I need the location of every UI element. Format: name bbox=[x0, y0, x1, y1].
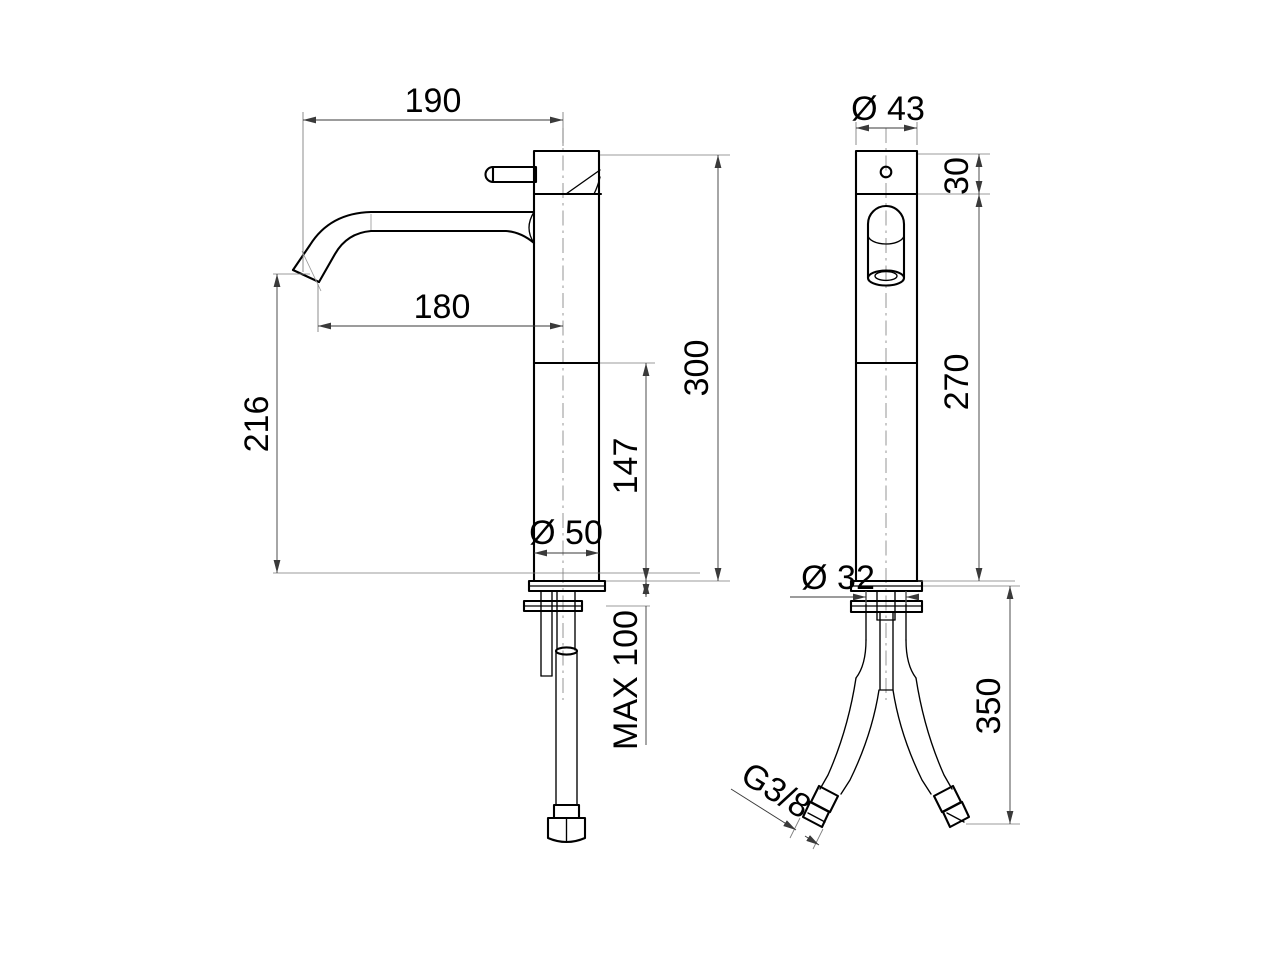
aerator-inner-ellipse bbox=[874, 270, 898, 282]
hose-end-right bbox=[932, 784, 971, 829]
handle-assembly bbox=[484, 149, 603, 196]
dim-270: 270 bbox=[918, 194, 1015, 582]
sleeve-right-flare bbox=[905, 639, 917, 679]
dim-dia-50: Ø 50 bbox=[529, 514, 603, 557]
front-mounting-assembly bbox=[801, 579, 971, 829]
front-fixing-washer bbox=[849, 599, 924, 614]
spout bbox=[291, 210, 536, 292]
dim-216: 216 bbox=[238, 273, 700, 574]
fixing-washer bbox=[522, 599, 584, 613]
hose-end-collar bbox=[552, 803, 581, 820]
front-cap-body bbox=[854, 149, 919, 196]
mounting-assembly bbox=[522, 579, 607, 844]
dim-dia-43: Ø 43 bbox=[851, 90, 925, 145]
lever-handle-tip bbox=[484, 165, 495, 184]
cap-chamfer-line bbox=[565, 169, 601, 195]
hose-right-collar bbox=[932, 784, 963, 814]
dim-max-100-text: MAX 100 bbox=[607, 610, 645, 750]
dim-dia-32: Ø 32 bbox=[790, 559, 919, 604]
dim-g38-ext-right bbox=[812, 828, 824, 850]
dim-147-text: 147 bbox=[607, 438, 645, 495]
dim-216-text: 216 bbox=[238, 396, 276, 453]
front-cartridge-cap bbox=[854, 149, 919, 196]
lever-pivot-hole bbox=[879, 165, 893, 179]
dim-dia-43-text: Ø 43 bbox=[851, 90, 925, 128]
hose-top-collar bbox=[554, 646, 579, 656]
dim-300-text: 300 bbox=[678, 340, 716, 397]
cartridge-cap-body bbox=[532, 149, 601, 196]
hose-left-nut bbox=[801, 800, 831, 829]
dim-max-100: MAX 100 bbox=[606, 581, 650, 750]
hose-nut bbox=[546, 816, 587, 844]
hose-left-outer bbox=[819, 677, 857, 790]
spout-outline-bottom bbox=[317, 229, 536, 284]
dim-30-text: 30 bbox=[938, 157, 976, 195]
base-flange bbox=[527, 579, 607, 593]
dim-190: 190 bbox=[302, 82, 564, 272]
cap-chamfer-arc bbox=[593, 176, 601, 195]
spout-barrel-outline bbox=[866, 204, 906, 280]
dim-147: 147 bbox=[600, 362, 655, 581]
spout-outline-top bbox=[291, 210, 536, 272]
dim-g38-leader-b bbox=[804, 835, 820, 846]
front-view-group: Ø 43 30 270 Ø 32 bbox=[730, 90, 1020, 850]
dim-350: 350 bbox=[923, 585, 1020, 825]
spout-barrel-shade-arc bbox=[867, 234, 905, 245]
side-view-group: 190 180 216 300 bbox=[238, 82, 730, 844]
dim-180: 180 bbox=[317, 284, 563, 332]
hose-right-nut-line bbox=[946, 812, 965, 823]
hose-left-nut-line bbox=[807, 812, 826, 823]
dim-dia-50-text: Ø 50 bbox=[529, 514, 603, 552]
dim-g38-leader-a bbox=[730, 788, 797, 831]
dim-300: 300 bbox=[600, 154, 730, 582]
hose-left-inner bbox=[840, 689, 880, 795]
hose-left-collar bbox=[809, 784, 840, 814]
dim-350-text: 350 bbox=[970, 678, 1008, 735]
dim-270-text: 270 bbox=[938, 354, 976, 411]
hose-right-nut bbox=[941, 800, 971, 829]
lever-handle bbox=[491, 165, 538, 184]
column-body bbox=[532, 192, 601, 583]
hose-end-left bbox=[801, 784, 840, 829]
hose-right-outer bbox=[915, 677, 953, 790]
spout-neck-curve bbox=[528, 211, 535, 244]
central-riser-stub bbox=[879, 611, 894, 691]
dim-g38: G3/8 bbox=[730, 755, 824, 850]
dim-190-text: 190 bbox=[405, 82, 462, 120]
hose-right-inner bbox=[892, 689, 932, 795]
aerator-outer-ellipse bbox=[866, 269, 906, 287]
front-base-flange bbox=[849, 579, 924, 593]
dim-30: 30 bbox=[918, 153, 990, 195]
dim-180-text: 180 bbox=[414, 288, 471, 326]
sleeve-left-flare bbox=[855, 639, 867, 679]
spout-aerator-face bbox=[291, 268, 321, 284]
front-spout-end bbox=[866, 204, 906, 287]
dim-dia-32-text: Ø 32 bbox=[801, 559, 875, 597]
front-column-body bbox=[854, 192, 919, 583]
